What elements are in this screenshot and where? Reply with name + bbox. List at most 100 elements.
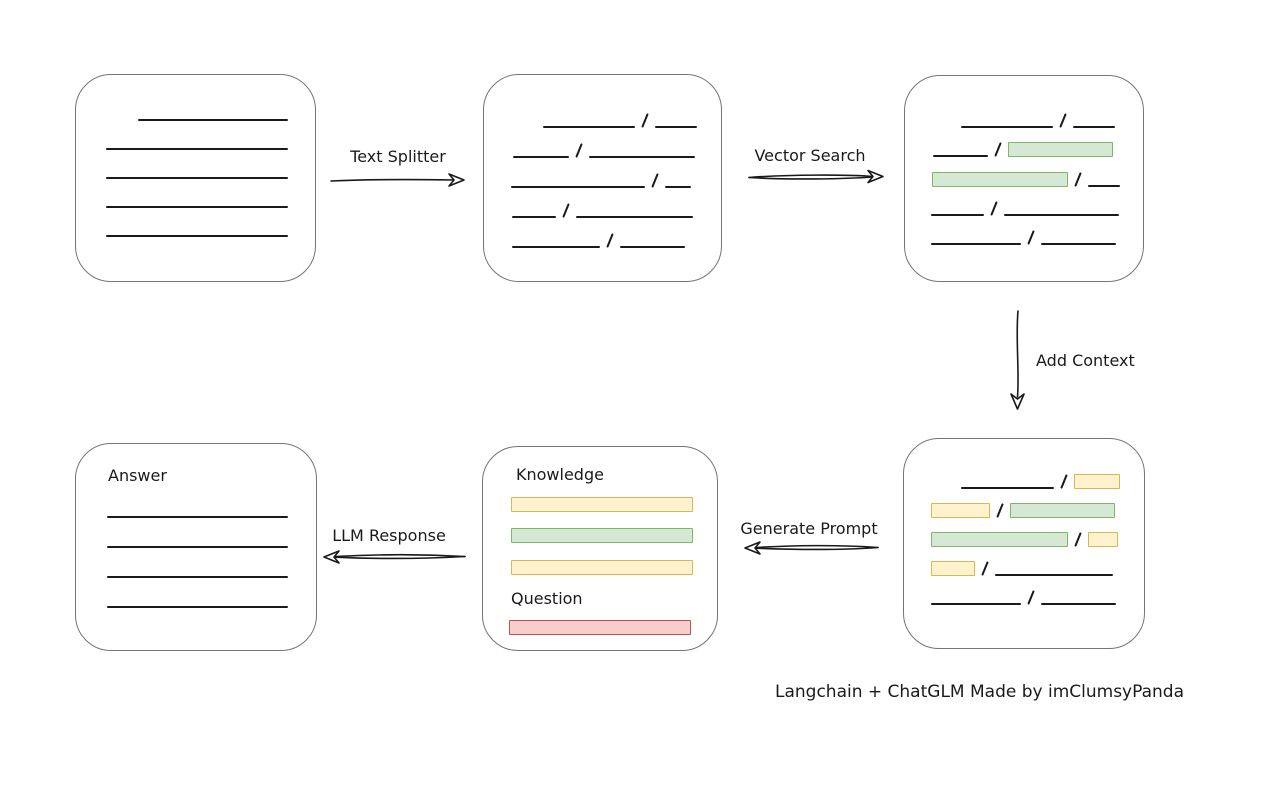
context-chunks-box <box>903 438 1145 649</box>
slash-separator <box>994 142 1002 157</box>
box-row <box>106 134 315 150</box>
generate-prompt-arrow <box>744 541 879 555</box>
slash-separator <box>575 143 583 158</box>
split-chunks-box <box>483 74 722 282</box>
box-row <box>509 619 717 635</box>
text-line <box>931 603 1021 605</box>
box-row <box>107 532 316 548</box>
text-line <box>1073 126 1115 128</box>
vector-search-label: Vector Search <box>754 146 866 165</box>
slash-separator <box>981 561 989 576</box>
text-line <box>931 243 1021 245</box>
text-line <box>543 126 635 128</box>
text-line <box>511 186 645 188</box>
text-line <box>106 235 288 237</box>
slash-separator <box>1074 172 1082 187</box>
slash-separator <box>1027 230 1035 245</box>
add-context-arrow <box>1010 310 1025 410</box>
text-line <box>655 126 697 128</box>
slash-separator <box>990 201 998 216</box>
generate-prompt-label: Generate Prompt <box>740 519 878 538</box>
diagram-caption: Langchain + ChatGLM Made by imClumsyPand… <box>775 682 1184 702</box>
box-row <box>511 172 721 188</box>
box-row <box>107 502 316 518</box>
slash-separator <box>562 203 570 218</box>
yellow-chunk-rect <box>1074 474 1120 489</box>
text-line <box>512 246 600 248</box>
green-chunk-rect <box>931 532 1068 547</box>
box-row <box>931 502 1144 518</box>
slash-separator <box>1027 590 1035 605</box>
box-row <box>512 232 721 248</box>
text-line <box>1041 603 1116 605</box>
llm-response-label: LLM Response <box>332 526 446 545</box>
vector-search-arrow <box>748 169 884 184</box>
box-row <box>511 496 717 512</box>
text-line <box>106 148 288 150</box>
box-row <box>106 221 315 237</box>
box-row <box>931 229 1143 245</box>
box-row: Question <box>511 589 717 609</box>
box-row: Knowledge <box>516 465 717 485</box>
text-line <box>107 576 288 578</box>
green-chunk-rect <box>1008 142 1113 157</box>
box-row <box>961 112 1143 128</box>
text-line <box>961 126 1053 128</box>
box-row <box>511 559 717 575</box>
text-line <box>961 487 1054 489</box>
text-line <box>576 216 693 218</box>
text-line <box>513 156 569 158</box>
text-line <box>995 574 1113 576</box>
box-row <box>107 562 316 578</box>
answer-box: Answer <box>75 443 317 651</box>
text-line <box>931 214 984 216</box>
yellow-chunk-rect <box>931 503 990 518</box>
text-splitter-arrow <box>330 173 465 187</box>
box-label: Answer <box>108 466 167 485</box>
slash-separator <box>606 233 614 248</box>
box-row <box>511 527 717 543</box>
green-chunk-rect <box>1010 503 1115 518</box>
slash-separator <box>1059 113 1067 128</box>
box-row <box>106 163 315 179</box>
text-line <box>107 516 288 518</box>
text-line <box>512 216 556 218</box>
vector-search-results-box <box>904 75 1144 282</box>
text-line <box>106 206 288 208</box>
text-line <box>1004 214 1119 216</box>
slash-separator <box>651 173 659 188</box>
green-chunk-rect <box>511 528 693 543</box>
box-row <box>931 531 1144 547</box>
red-chunk-rect <box>509 620 691 635</box>
yellow-chunk-rect <box>1088 532 1118 547</box>
yellow-chunk-rect <box>511 497 693 512</box>
slash-separator <box>996 503 1004 518</box>
text-line <box>107 606 288 608</box>
text-line <box>589 156 695 158</box>
llm-response-arrow <box>323 550 466 564</box>
box-row <box>513 142 721 158</box>
text-line <box>106 177 288 179</box>
slash-separator <box>641 113 649 128</box>
slash-separator <box>1060 474 1068 489</box>
box-row: Answer <box>108 466 316 486</box>
box-row <box>961 473 1144 489</box>
box-row <box>543 112 721 128</box>
text-line <box>107 546 288 548</box>
text-line <box>1041 243 1116 245</box>
box-row <box>106 192 315 208</box>
box-row <box>931 200 1143 216</box>
add-context-label: Add Context <box>1036 351 1135 370</box>
box-row <box>107 592 316 608</box>
text-line <box>1088 185 1120 187</box>
box-label: Knowledge <box>516 465 604 484</box>
text-line <box>665 186 691 188</box>
box-row <box>512 202 721 218</box>
box-row <box>932 171 1143 187</box>
text-line <box>933 155 988 157</box>
box-row <box>931 589 1144 605</box>
yellow-chunk-rect <box>511 560 693 575</box>
document-box <box>75 74 316 282</box>
yellow-chunk-rect <box>931 561 975 576</box>
